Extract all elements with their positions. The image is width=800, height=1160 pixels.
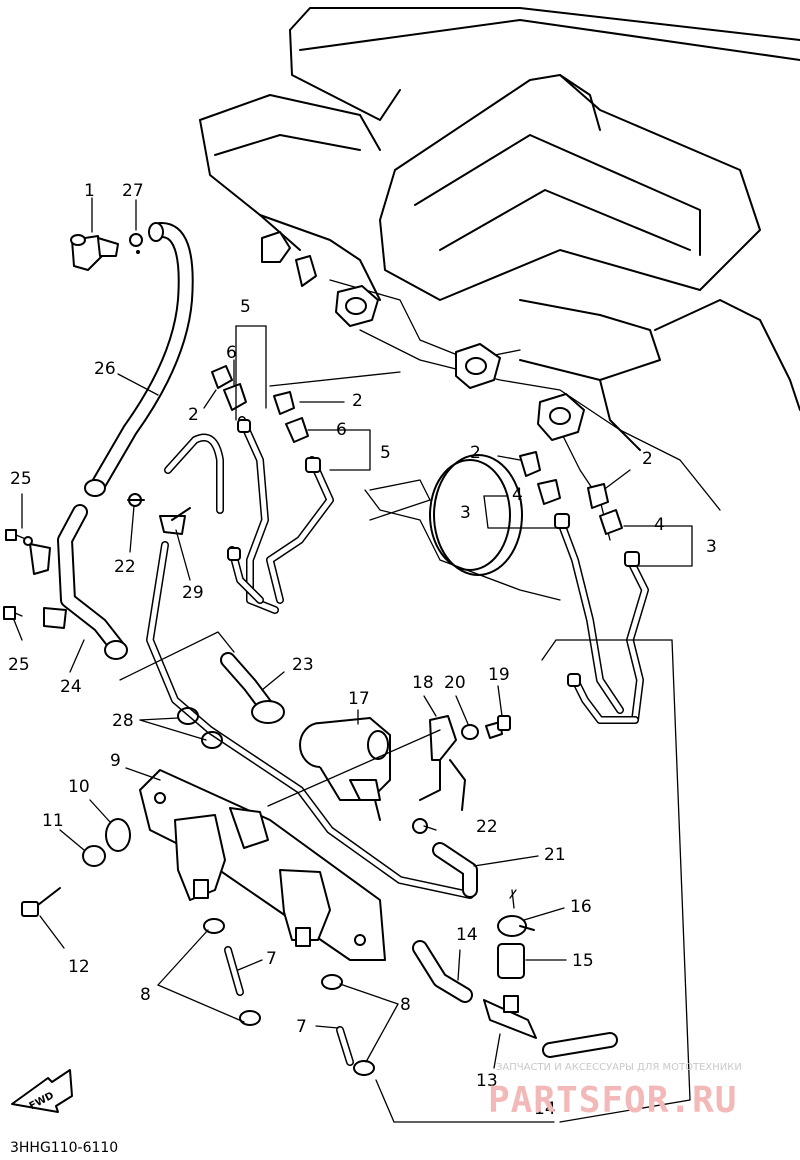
- callout-12: 12: [68, 957, 90, 977]
- leader-lines: [13, 197, 693, 1123]
- callout-4-a: 4: [512, 485, 523, 505]
- callout-19: 19: [488, 665, 510, 685]
- callout-7-a: 7: [266, 949, 277, 969]
- bolt-12[interactable]: [21, 887, 61, 917]
- callout-17: 17: [348, 689, 370, 709]
- clamp-22-mid[interactable]: [412, 818, 428, 834]
- valve-body-right[interactable]: [279, 869, 331, 947]
- callout-7-b: 7: [296, 1017, 307, 1037]
- callout-25-b: 25: [8, 655, 30, 675]
- cap-2-right-b[interactable]: [587, 483, 609, 509]
- hose-7-right[interactable]: [336, 1026, 354, 1066]
- callout-16: 16: [570, 897, 592, 917]
- callout-2-a: 2: [188, 405, 199, 425]
- clamp-8-set[interactable]: [203, 918, 375, 1076]
- clamp-6-mid[interactable]: [285, 417, 309, 443]
- callout-27: 27: [122, 181, 144, 201]
- pipe-assembly-3-right[interactable]: [554, 513, 649, 724]
- callout-1: 1: [84, 181, 95, 201]
- callout-6-a: 6: [226, 343, 237, 363]
- bolt-25-bottom[interactable]: [3, 606, 23, 620]
- callout-15: 15: [572, 951, 594, 971]
- cap-2-left[interactable]: [211, 365, 233, 389]
- callout-26: 26: [94, 359, 116, 379]
- clip-29[interactable]: [159, 507, 191, 535]
- callout-2-c: 2: [470, 443, 481, 463]
- hose-long[interactable]: [146, 541, 474, 899]
- callout-11: 11: [42, 811, 64, 831]
- callout-22-a: 22: [114, 557, 136, 577]
- hose-24[interactable]: [29, 504, 128, 660]
- callout-22-b: 22: [476, 817, 498, 837]
- watermark-tagline: ЗАПЧАСТИ И АКСЕССУАРЫ ДЛЯ МОТОТЕХНИКИ: [496, 1062, 742, 1073]
- diagram-code: 3HHG110-6110: [10, 1140, 118, 1156]
- callout-28: 28: [112, 711, 134, 731]
- hose-14-lower[interactable]: [542, 1032, 618, 1058]
- callout-5-b: 5: [380, 443, 391, 463]
- fwd-arrow-icon: FWD: [11, 1069, 73, 1113]
- collar-11[interactable]: [82, 845, 106, 867]
- callout-25-a: 25: [10, 469, 32, 489]
- callout-29: 29: [182, 583, 204, 603]
- callout-14-b: 14: [534, 1099, 556, 1119]
- clamp-4-right-a[interactable]: [537, 479, 561, 505]
- grommet-10[interactable]: [105, 818, 131, 852]
- washer-20[interactable]: [461, 724, 479, 740]
- hose-14-upper[interactable]: [412, 940, 473, 1003]
- callout-20: 20: [444, 673, 466, 693]
- callout-10: 10: [68, 777, 90, 797]
- clamp-22-left[interactable]: [127, 493, 145, 507]
- engine-block: [199, 7, 800, 601]
- callout-9: 9: [110, 751, 121, 771]
- tee-joint-13[interactable]: [483, 995, 537, 1039]
- plug-15[interactable]: [497, 943, 525, 979]
- callout-21: 21: [544, 845, 566, 865]
- callout-3-b: 3: [706, 537, 717, 557]
- clamp-28[interactable]: [177, 707, 223, 749]
- clamp-4-right-b[interactable]: [599, 509, 623, 535]
- callout-14-a: 14: [456, 925, 478, 945]
- cap-2-mid[interactable]: [273, 391, 295, 415]
- hose-small-bend[interactable]: [164, 433, 224, 514]
- clip-27[interactable]: [129, 233, 143, 254]
- pipe-assembly-5-left[interactable]: [227, 416, 334, 614]
- reed-valve-17[interactable]: [299, 717, 391, 821]
- callout-4-b: 4: [654, 515, 665, 535]
- hose-21[interactable]: [432, 842, 478, 898]
- callout-5-a: 5: [240, 297, 251, 317]
- bracket-18[interactable]: [419, 715, 466, 811]
- clamp-6-left[interactable]: [223, 383, 247, 411]
- valve-body-left[interactable]: [174, 807, 269, 901]
- callout-2-b: 2: [352, 391, 363, 411]
- elbow-fitting-1[interactable]: [70, 234, 119, 271]
- callout-2-d: 2: [642, 449, 653, 469]
- callout-6-b: 6: [336, 420, 347, 440]
- bolt-19[interactable]: [485, 715, 511, 739]
- bolt-25-top[interactable]: [5, 529, 33, 546]
- callout-8-a: 8: [140, 985, 151, 1005]
- callout-24: 24: [60, 677, 82, 697]
- callout-13: 13: [476, 1071, 498, 1091]
- hose-26[interactable]: [84, 222, 194, 497]
- watermark-brand: PARTSFOR.RU: [488, 1080, 737, 1121]
- callout-18: 18: [412, 673, 434, 693]
- hose-7-left[interactable]: [224, 946, 244, 996]
- cap-2-right-a[interactable]: [519, 451, 541, 477]
- callout-labels: 1 27 26 5 6 2 2 6 5 2 2 4 3 4 3 25 22 29…: [8, 181, 717, 1119]
- clamp-16[interactable]: [497, 915, 535, 937]
- callout-8-b: 8: [400, 995, 411, 1015]
- callout-23: 23: [292, 655, 314, 675]
- callout-3-a: 3: [460, 503, 471, 523]
- watermark: ЗАПЧАСТИ И АКСЕССУАРЫ ДЛЯ МОТОТЕХНИКИ PA…: [488, 1062, 742, 1121]
- hose-23[interactable]: [220, 652, 285, 724]
